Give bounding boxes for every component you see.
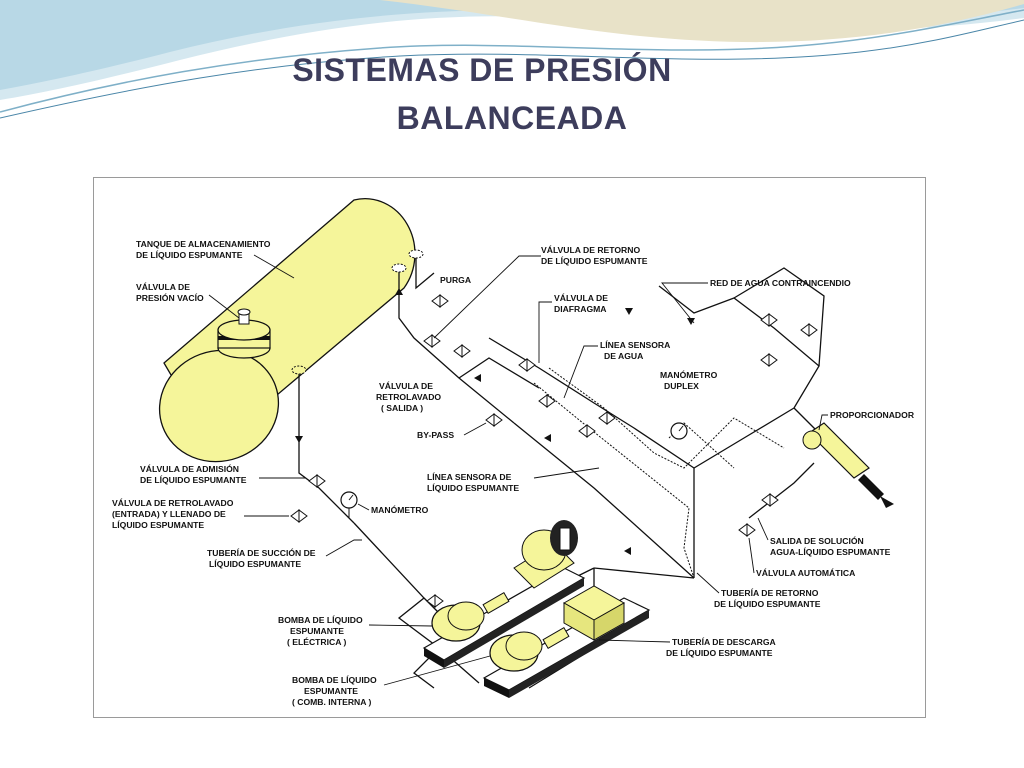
- label-solution-outlet: SALIDA DE SOLUCIÓN AGUA-LÍQUIDO ESPUMANT…: [757, 517, 891, 557]
- discharge-pipe-label-1: TUBERÍA DE DESCARGA: [672, 637, 776, 647]
- engine-pump-label-2: ESPUMANTE: [304, 686, 358, 696]
- foam-system-diagram: TANQUE DE ALMACENAMIENTO DE LÍQUIDO ESPU…: [93, 177, 926, 718]
- label-return-pipe: TUBERÍA DE RETORNO DE LÍQUIDO ESPUMANTE: [696, 572, 821, 609]
- label-vacuum-valve: VÁLVULA DE PRESIÓN VACÍO: [136, 282, 240, 319]
- label-intake-valve: VÁLVULA DE ADMISIÓN DE LÍQUIDO ESPUMANTE: [140, 463, 306, 485]
- storage-tank: [158, 198, 416, 463]
- label-return-valve: VÁLVULA DE RETORNO DE LÍQUIDO ESPUMANTE: [433, 245, 648, 339]
- vacuum-valve-label-1: VÁLVULA DE: [136, 282, 190, 292]
- duplex-gauge-icon: [670, 422, 688, 440]
- duplex-gauge-label-1: MANÓMETRO: [660, 369, 718, 380]
- page-title-line1: SISTEMAS DE PRESIÓN: [292, 52, 672, 88]
- electric-pump-label-2: ESPUMANTE: [290, 626, 344, 636]
- foam-sensing-label-2: LÍQUIDO ESPUMANTE: [427, 483, 519, 493]
- tank-nozzle-icon: [291, 365, 307, 375]
- label-tank: TANQUE DE ALMACENAMIENTO DE LÍQUIDO ESPU…: [136, 239, 295, 279]
- valve-icons: [290, 294, 818, 658]
- backflush-out-label-3: ( SALIDA ): [381, 403, 423, 413]
- discharge-pipe-label-2: DE LÍQUIDO ESPUMANTE: [666, 648, 773, 658]
- auto-valve-label: VÁLVULA AUTOMÁTICA: [756, 568, 855, 578]
- vacuum-valve-label-2: PRESIÓN VACÍO: [136, 292, 204, 303]
- label-diaphragm-valve: VÁLVULA DE DIAFRAGMA: [538, 293, 608, 363]
- gauge-icon: [340, 491, 358, 518]
- intake-valve-label-2: DE LÍQUIDO ESPUMANTE: [140, 475, 247, 485]
- backflush-out-label-2: RETROLAVADO: [376, 392, 441, 402]
- foam-sensing-label-1: LÍNEA SENSORA DE: [427, 472, 512, 482]
- diaphragm-label-2: DIAFRAGMA: [554, 304, 607, 314]
- label-discharge-pipe: TUBERÍA DE DESCARGA DE LÍQUIDO ESPUMANTE: [598, 637, 776, 658]
- label-proportioner: PROPORCIONADOR: [818, 410, 915, 431]
- engine-pump-label-3: ( COMB. INTERNA ): [292, 697, 372, 707]
- backflush-in-label-1: VÁLVULA DE RETROLAVADO: [112, 498, 234, 508]
- label-electric-pump: BOMBA DE LÍQUIDO ESPUMANTE ( ELÉCTRICA ): [278, 615, 433, 647]
- diaphragm-label-1: VÁLVULA DE: [554, 293, 608, 303]
- proportioner-label: PROPORCIONADOR: [830, 410, 915, 420]
- duplex-gauge-label-2: DUPLEX: [664, 381, 699, 391]
- vacuum-valve-icon: [217, 308, 271, 359]
- label-foam-sensing: LÍNEA SENSORA DE LÍQUIDO ESPUMANTE: [427, 467, 600, 493]
- return-pipe-label-2: DE LÍQUIDO ESPUMANTE: [714, 599, 821, 609]
- label-purge: PURGA: [440, 275, 471, 285]
- purge-label: PURGA: [440, 275, 471, 285]
- label-water-sensing: LÍNEA SENSORA DE AGUA: [563, 340, 670, 399]
- return-pipe-label-1: TUBERÍA DE RETORNO: [721, 588, 819, 598]
- label-duplex-gauge: MANÓMETRO DUPLEX: [660, 369, 718, 391]
- solution-outlet-label-1: SALIDA DE SOLUCIÓN: [770, 535, 864, 546]
- engine-pump: [482, 585, 651, 698]
- backflush-out-label-1: VÁLVULA DE: [379, 381, 433, 391]
- water-sensing-label-2: DE AGUA: [604, 351, 643, 361]
- label-gauge: MANÓMETRO: [357, 503, 429, 515]
- electric-pump-label-3: ( ELÉCTRICA ): [287, 637, 346, 647]
- suction-pipe-label-1: TUBERÍA DE SUCCIÓN DE: [207, 547, 316, 558]
- tank-label-1: TANQUE DE ALMACENAMIENTO: [136, 239, 271, 249]
- electric-pump-label-1: BOMBA DE LÍQUIDO: [278, 615, 363, 625]
- label-suction-pipe: TUBERÍA DE SUCCIÓN DE LÍQUIDO ESPUMANTE: [207, 539, 362, 569]
- suction-pipe-label-2: LÍQUIDO ESPUMANTE: [209, 559, 301, 569]
- bypass-label: BY-PASS: [417, 430, 454, 440]
- proportioner-icon: [802, 422, 894, 508]
- backflush-in-label-3: LÍQUIDO ESPUMANTE: [112, 520, 204, 530]
- tank-nozzle-icon: [391, 263, 407, 273]
- label-backflush-in: VÁLVULA DE RETROLAVADO (ENTRADA) Y LLENA…: [112, 498, 289, 530]
- page-title-line2: BALANCEADA: [396, 100, 628, 136]
- header-wave-decoration: [0, 0, 1024, 119]
- label-engine-pump: BOMBA DE LÍQUIDO ESPUMANTE ( COMB. INTER…: [292, 655, 491, 707]
- label-backflush-out: VÁLVULA DE RETROLAVADO ( SALIDA ): [376, 381, 441, 413]
- flow-arrows: [295, 288, 695, 555]
- fire-water-label: RED DE AGUA CONTRAINCENDIO: [710, 278, 851, 288]
- backflush-in-label-2: (ENTRADA) Y LLENADO DE: [112, 509, 226, 519]
- tank-label-2: DE LÍQUIDO ESPUMANTE: [136, 250, 243, 260]
- return-valve-label-1: VÁLVULA DE RETORNO: [541, 245, 640, 255]
- gauge-label: MANÓMETRO: [371, 504, 429, 515]
- label-fire-water: RED DE AGUA CONTRAINCENDIO: [661, 278, 851, 324]
- water-sensing-label-1: LÍNEA SENSORA: [600, 340, 670, 350]
- return-valve-label-2: DE LÍQUIDO ESPUMANTE: [541, 256, 648, 266]
- electric-pump: [422, 520, 586, 668]
- engine-pump-label-1: BOMBA DE LÍQUIDO: [292, 675, 377, 685]
- solution-outlet-label-2: AGUA-LÍQUIDO ESPUMANTE: [770, 547, 891, 557]
- intake-valve-label-1: VÁLVULA DE ADMISIÓN: [140, 463, 239, 474]
- label-auto-valve: VÁLVULA AUTOMÁTICA: [748, 537, 855, 578]
- label-bypass: BY-PASS: [417, 422, 487, 440]
- tank-nozzle-icon: [408, 249, 424, 259]
